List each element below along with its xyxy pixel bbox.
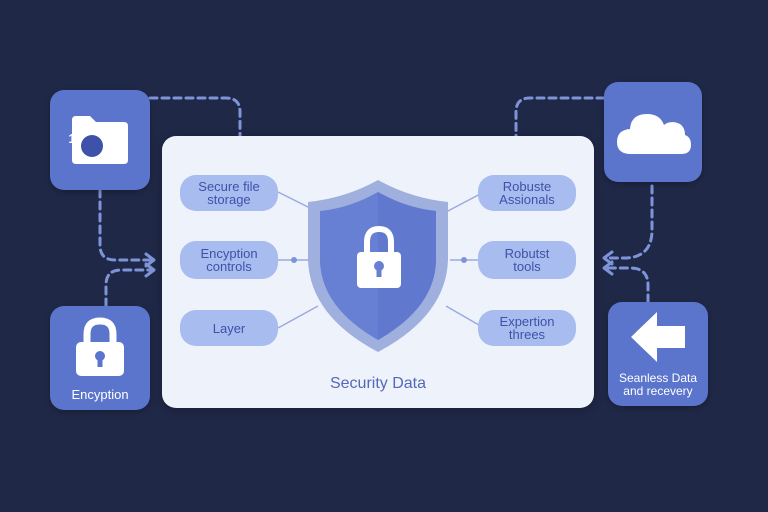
folder-tile[interactable]: 1 — [50, 90, 150, 190]
pill-expertion-threes[interactable]: Expertion threes — [478, 310, 576, 346]
connector-top-left-down — [98, 188, 152, 262]
arrow-left-icon — [631, 312, 685, 362]
arrowhead-right-lower — [602, 260, 614, 276]
pill-layer[interactable]: Layer — [180, 310, 278, 346]
pill-secure-file-storage[interactable]: Secure file storage — [180, 175, 278, 211]
encryption-tile-label: Encyption — [71, 386, 129, 402]
recovery-tile[interactable]: Seanless Data and recevery — [608, 302, 708, 406]
pill-robutst-tools[interactable]: Robutst tools — [478, 241, 576, 279]
connector-bottom-left-up — [104, 268, 152, 308]
folder-icon — [72, 116, 128, 164]
recovery-tile-label: Seanless Data and recevery — [618, 371, 698, 398]
connector-top-right-down — [604, 184, 654, 260]
cloud-tile[interactable] — [604, 82, 702, 182]
cloud-icon — [617, 114, 691, 154]
connector-top-left-to-panel — [148, 96, 242, 140]
arrowhead-left-lower — [144, 262, 156, 278]
encryption-tile[interactable]: Encyption — [50, 306, 150, 410]
pill-robuste-assionals[interactable]: Robuste Assionals — [478, 175, 576, 211]
folder-badge: 1 — [68, 131, 76, 146]
connector-bottom-right-up — [604, 266, 650, 304]
shield-padlock-icon — [357, 225, 401, 288]
security-data-caption: Security Data — [329, 375, 427, 392]
pill-encryption-controls[interactable]: Encyption controls — [180, 241, 278, 279]
connector-top-right-to-panel — [514, 96, 606, 140]
arrowhead-left-upper — [144, 252, 156, 268]
arrowhead-right-upper — [602, 250, 614, 266]
padlock-icon — [76, 316, 124, 376]
